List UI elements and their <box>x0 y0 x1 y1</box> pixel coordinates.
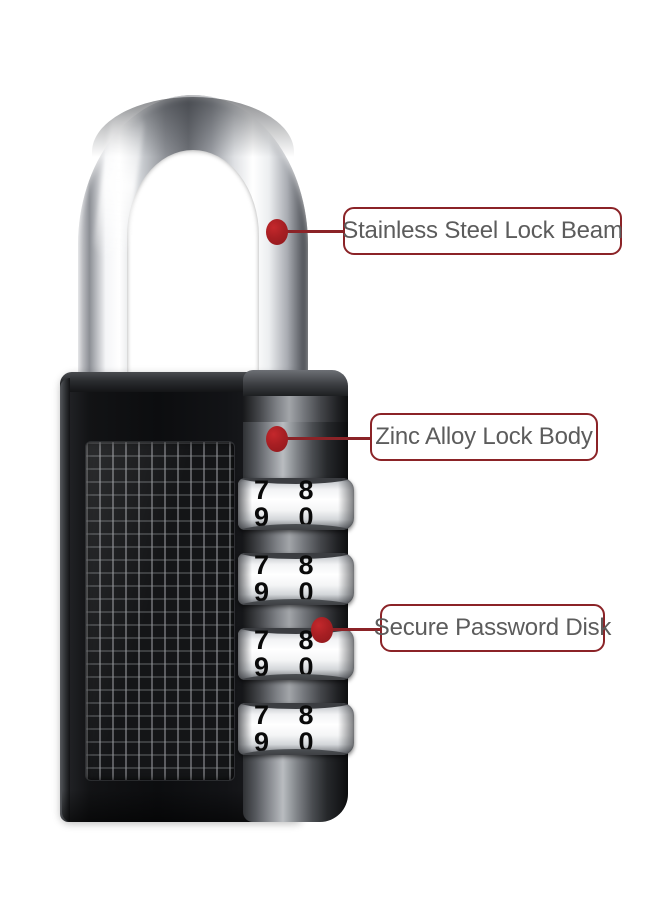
dial-column-top-cap <box>243 370 348 396</box>
dial-wheel-4-digits: 7 8 9 0 <box>254 703 325 755</box>
callout-box-lock-body: Zinc Alloy Lock Body <box>370 413 598 461</box>
dial-spacer-0 <box>243 396 348 422</box>
dial-wheel-2-top-curve <box>238 553 354 559</box>
callout-label-lock-beam: Stainless Steel Lock Beam <box>342 217 623 244</box>
callout-leader-password-disk <box>329 628 381 631</box>
dial-wheel-1-top-curve <box>238 478 354 484</box>
dial-wheel-1-right-edge <box>338 478 354 530</box>
lock-body-texture-panel <box>86 442 234 780</box>
dial-wheel-2-bottom-curve <box>238 599 354 605</box>
shackle-inner-cutout <box>127 150 259 386</box>
dial-wheel-1[interactable]: 7 8 9 0 <box>238 478 354 530</box>
callout-marker-password-disk <box>311 617 333 643</box>
dial-wheel-4-left-edge <box>238 703 252 755</box>
callout-label-lock-body: Zinc Alloy Lock Body <box>375 423 593 450</box>
dial-wheel-4-top-curve <box>238 703 354 709</box>
dial-wheel-4[interactable]: 7 8 9 0 <box>238 703 354 755</box>
dial-wheel-2-left-edge <box>238 553 252 605</box>
dial-wheel-3[interactable]: 7 8 9 0 <box>238 628 354 680</box>
dial-wheel-3-digits: 7 8 9 0 <box>254 628 325 680</box>
dial-wheel-4-bottom-curve <box>238 749 354 755</box>
dial-wheel-1-digits: 7 8 9 0 <box>254 478 325 530</box>
lock-body-left-edge <box>60 378 70 822</box>
lock-body-top-bevel <box>60 372 303 392</box>
callout-leader-lock-body <box>284 437 371 440</box>
dial-wheel-3-right-edge <box>338 628 354 680</box>
callout-label-password-disk: Secure Password Disk <box>373 614 612 641</box>
callout-marker-lock-body <box>266 426 288 452</box>
dial-wheel-2-digits: 7 8 9 0 <box>254 553 325 605</box>
callout-leader-lock-beam <box>284 230 344 233</box>
dial-wheel-2-right-edge <box>338 553 354 605</box>
shackle-inner-shadow <box>127 150 259 386</box>
dial-spacer-1 <box>243 530 348 556</box>
dial-spacer-3 <box>243 680 348 706</box>
callout-box-lock-beam: Stainless Steel Lock Beam <box>342 207 623 255</box>
dial-wheel-3-top-curve <box>238 628 354 634</box>
callout-box-password-disk: Secure Password Disk <box>374 604 611 652</box>
dial-wheel-4-right-edge <box>338 703 354 755</box>
callout-marker-lock-beam <box>266 219 288 245</box>
dial-wheel-3-bottom-curve <box>238 674 354 680</box>
dial-wheel-1-bottom-curve <box>238 524 354 530</box>
dial-wheel-3-left-edge <box>238 628 252 680</box>
dial-wheel-2[interactable]: 7 8 9 0 <box>238 553 354 605</box>
dial-wheel-1-left-edge <box>238 478 252 530</box>
